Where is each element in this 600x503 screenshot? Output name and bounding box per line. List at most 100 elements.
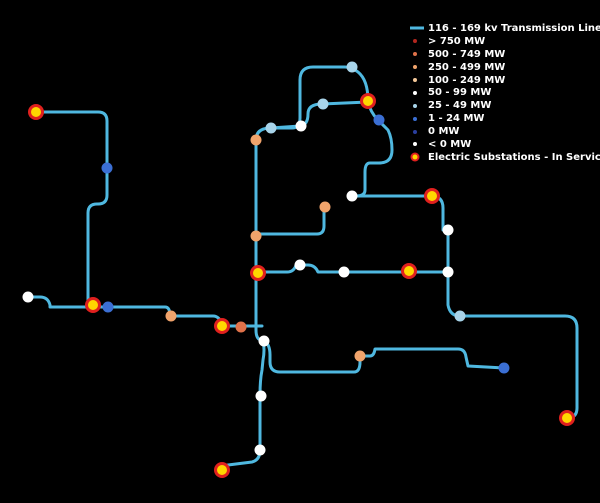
substation-core xyxy=(404,266,414,276)
power-plant-marker[interactable] xyxy=(354,350,366,362)
substation-symbol-icon xyxy=(410,152,426,162)
dot-symbol-icon xyxy=(410,49,426,59)
dot-symbol-icon xyxy=(410,88,426,98)
transmission-line xyxy=(446,228,579,420)
plant-dot xyxy=(317,98,329,110)
plant-dot xyxy=(250,230,262,242)
line-symbol-icon xyxy=(410,23,426,33)
electric-substation-marker[interactable] xyxy=(28,104,44,120)
dot-symbol-icon xyxy=(410,36,426,46)
legend-label: 116 - 169 kv Transmission Line xyxy=(428,22,600,34)
plant-dot xyxy=(101,162,113,174)
plant-dot xyxy=(319,201,331,213)
transmission-line xyxy=(34,110,109,306)
legend-label: 0 MW xyxy=(428,126,460,138)
dot-symbol-icon xyxy=(410,62,426,72)
power-plant-marker[interactable] xyxy=(165,310,177,322)
transmission-line xyxy=(254,65,394,198)
electric-substation-marker[interactable] xyxy=(360,93,376,109)
power-plant-marker[interactable] xyxy=(101,162,113,174)
plant-dot xyxy=(250,134,262,146)
power-plant-marker[interactable] xyxy=(346,61,358,73)
plant-dot xyxy=(442,266,454,278)
substation-core xyxy=(363,96,373,106)
electric-substation-marker[interactable] xyxy=(250,265,266,281)
transmission-line xyxy=(262,339,506,374)
electric-substation-marker[interactable] xyxy=(424,188,440,204)
substation-core xyxy=(31,107,41,117)
plant-dot xyxy=(498,362,510,374)
legend-item: 116 - 169 kv Transmission Line xyxy=(410,22,600,35)
substation-core xyxy=(217,465,227,475)
power-plant-marker[interactable] xyxy=(254,444,266,456)
dot-symbol-icon xyxy=(410,101,426,111)
transmission-line xyxy=(254,205,326,236)
dot-symbol-icon xyxy=(410,75,426,85)
substation-core xyxy=(217,321,227,331)
legend-item: 1 - 24 MW xyxy=(410,112,600,125)
legend-label: 100 - 249 MW xyxy=(428,74,506,86)
power-plant-marker[interactable] xyxy=(319,201,331,213)
power-plant-marker[interactable] xyxy=(346,190,358,202)
power-plant-marker[interactable] xyxy=(102,301,114,313)
plant-dot xyxy=(346,190,358,202)
legend-item: 100 - 249 MW xyxy=(410,74,600,87)
power-plant-marker[interactable] xyxy=(317,98,329,110)
power-plant-marker[interactable] xyxy=(442,224,454,236)
power-plant-marker[interactable] xyxy=(295,120,307,132)
plant-dot xyxy=(254,444,266,456)
legend-label: < 0 MW xyxy=(428,138,472,150)
power-plant-marker[interactable] xyxy=(338,266,350,278)
plant-dot xyxy=(373,114,385,126)
plant-dot xyxy=(346,61,358,73)
plant-dot xyxy=(265,122,277,134)
legend-item: 0 MW xyxy=(410,125,600,138)
plant-dot xyxy=(294,259,306,271)
power-plant-marker[interactable] xyxy=(250,134,262,146)
power-plant-marker[interactable] xyxy=(22,291,34,303)
plant-dot xyxy=(255,390,267,402)
legend-item: 50 - 99 MW xyxy=(410,86,600,99)
power-plant-marker[interactable] xyxy=(255,390,267,402)
electric-substation-marker[interactable] xyxy=(401,263,417,279)
electric-substation-marker[interactable] xyxy=(85,297,101,313)
legend-item: Electric Substations - In Service xyxy=(410,151,600,164)
legend-label: 250 - 499 MW xyxy=(428,61,506,73)
legend-item: 250 - 499 MW xyxy=(410,61,600,74)
plant-dot xyxy=(165,310,177,322)
legend-label: Electric Substations - In Service xyxy=(428,151,600,163)
power-plant-marker[interactable] xyxy=(373,114,385,126)
plant-dot xyxy=(454,310,466,322)
dot-symbol-icon xyxy=(410,114,426,124)
network-nodes xyxy=(22,61,575,478)
power-plant-marker[interactable] xyxy=(265,122,277,134)
dot-symbol-icon xyxy=(410,139,426,149)
power-plant-marker[interactable] xyxy=(235,321,247,333)
legend-label: 25 - 49 MW xyxy=(428,100,492,112)
electric-substation-marker[interactable] xyxy=(214,462,230,478)
legend-label: > 750 MW xyxy=(428,35,486,47)
power-plant-marker[interactable] xyxy=(498,362,510,374)
power-plant-marker[interactable] xyxy=(258,335,270,347)
legend-item: 25 - 49 MW xyxy=(410,99,600,112)
legend-item: 500 - 749 MW xyxy=(410,48,600,61)
substation-core xyxy=(562,413,572,423)
power-plant-marker[interactable] xyxy=(442,266,454,278)
legend-label: 500 - 749 MW xyxy=(428,48,506,60)
plant-dot xyxy=(102,301,114,313)
power-plant-marker[interactable] xyxy=(250,230,262,242)
power-plant-marker[interactable] xyxy=(454,310,466,322)
electric-substation-marker[interactable] xyxy=(559,410,575,426)
power-plant-marker[interactable] xyxy=(294,259,306,271)
plant-dot xyxy=(354,350,366,362)
plant-dot xyxy=(235,321,247,333)
substation-core xyxy=(253,268,263,278)
plant-dot xyxy=(338,266,350,278)
electric-substation-marker[interactable] xyxy=(214,318,230,334)
transmission-line xyxy=(220,138,266,472)
legend-label: 50 - 99 MW xyxy=(428,87,492,99)
plant-dot xyxy=(258,335,270,347)
